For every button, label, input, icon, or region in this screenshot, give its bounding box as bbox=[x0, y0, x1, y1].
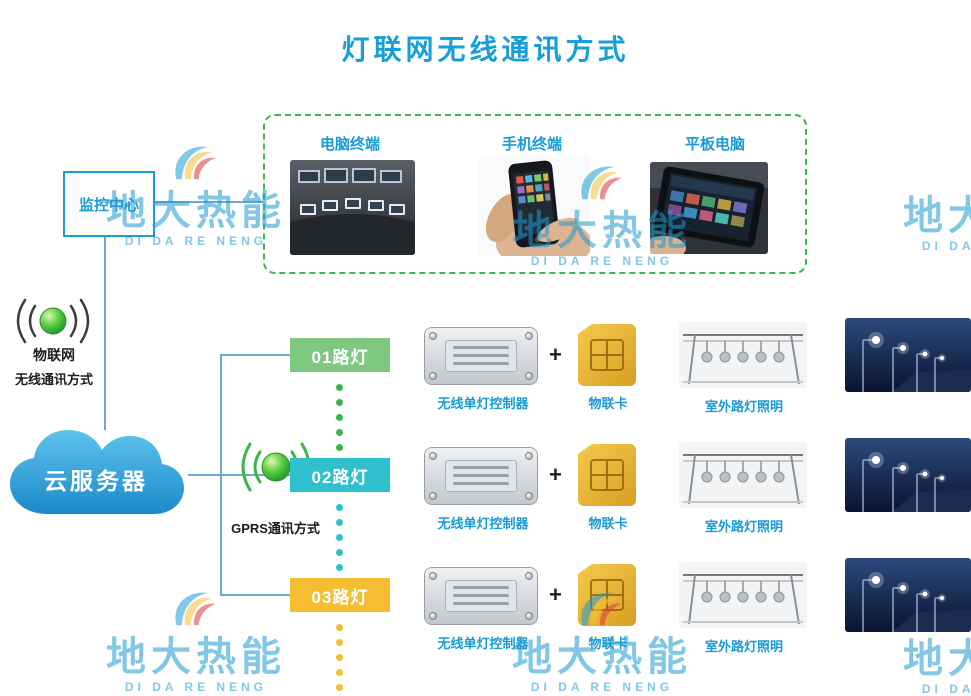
controller-faceplate bbox=[445, 460, 517, 492]
tablet-image bbox=[650, 162, 768, 254]
controller-caption-row3: 无线单灯控制器 bbox=[437, 636, 529, 651]
screw-icon bbox=[525, 492, 533, 500]
cloud-server-label: 云服务器 bbox=[44, 468, 148, 494]
plus-sign-row2: + bbox=[549, 462, 562, 487]
screw-icon bbox=[429, 572, 437, 580]
watermark-logo-icon bbox=[175, 146, 216, 180]
computer-terminal-label: 电脑终端 bbox=[319, 136, 380, 153]
streetlight-group-02: 02路灯 bbox=[290, 458, 390, 492]
outdoor-lighting-diagram-row2 bbox=[679, 442, 807, 508]
plus-sign-row1: + bbox=[549, 342, 562, 367]
screw-icon bbox=[429, 492, 437, 500]
sim-caption-row2: 物联卡 bbox=[588, 516, 628, 531]
row3-ellipsis-dots bbox=[336, 624, 343, 691]
lighting-caption-row1: 室外路灯照明 bbox=[704, 399, 783, 414]
watermark-subtext: DI DA RE NENG bbox=[124, 680, 268, 694]
connector-monitor-to-cloud bbox=[104, 233, 106, 430]
iot-signal-icon bbox=[5, 296, 101, 346]
iot-label-line2: 无线通讯方式 bbox=[14, 372, 93, 387]
phone-terminal-label: 手机终端 bbox=[501, 136, 562, 153]
sim-card-row3 bbox=[578, 564, 636, 626]
streetlight-group-01: 01路灯 bbox=[290, 338, 390, 372]
night-street-photo-row2 bbox=[845, 438, 971, 512]
night-street-photo-row1 bbox=[845, 318, 971, 392]
sim-caption-row1: 物联卡 bbox=[588, 396, 628, 411]
connector-cloud-to-row2 bbox=[188, 474, 290, 476]
screw-icon bbox=[525, 332, 533, 340]
watermark-subtext: DI DA RE NENG bbox=[921, 682, 971, 696]
controller-caption-row1: 无线单灯控制器 bbox=[437, 396, 529, 411]
watermark-subtext: DI DA RE NENG bbox=[530, 680, 674, 694]
screw-icon bbox=[429, 612, 437, 620]
lighting-caption-row3: 室外路灯照明 bbox=[704, 639, 783, 654]
screw-icon bbox=[429, 372, 437, 380]
monitoring-center-label: 监控中心 bbox=[78, 196, 139, 214]
gprs-label: GPRS通讯方式 bbox=[231, 521, 320, 536]
watermark: 地大热能 DI DA RE NENG bbox=[106, 586, 286, 694]
screw-icon bbox=[525, 452, 533, 460]
sim-card-row1 bbox=[578, 324, 636, 386]
watermark-text: 地大热能 bbox=[903, 194, 971, 238]
tablet-terminal-label: 平板电脑 bbox=[684, 136, 745, 153]
screw-icon bbox=[525, 572, 533, 580]
watermark-logo-icon bbox=[175, 592, 216, 626]
iot-label-line1: 物联网 bbox=[33, 347, 75, 363]
outdoor-lighting-diagram-row1 bbox=[679, 322, 807, 388]
screw-icon bbox=[429, 332, 437, 340]
watermark-logo-icon bbox=[965, 145, 971, 195]
controller-faceplate bbox=[445, 580, 517, 612]
connector-branch-row1 bbox=[222, 354, 290, 356]
streetlight-group-03-label: 03路灯 bbox=[311, 587, 369, 607]
sim-caption-row3: 物联卡 bbox=[588, 636, 628, 651]
streetlight-group-01-label: 01路灯 bbox=[311, 347, 369, 367]
connector-branch-vertical bbox=[220, 354, 222, 596]
lighting-caption-row2: 室外路灯照明 bbox=[704, 519, 783, 534]
watermark-text: 地大热能 bbox=[106, 635, 286, 679]
streetlight-group-02-label: 02路灯 bbox=[311, 467, 369, 487]
night-street-photo-row3 bbox=[845, 558, 971, 632]
streetlight-group-03: 03路灯 bbox=[290, 578, 390, 612]
connector-monitor-to-terminals bbox=[151, 201, 263, 203]
row1-ellipsis-dots bbox=[336, 384, 343, 451]
plus-sign-row3: + bbox=[549, 582, 562, 607]
row2-ellipsis-dots bbox=[336, 504, 343, 571]
sim-card-row2 bbox=[578, 444, 636, 506]
cloud-server-shape bbox=[2, 418, 190, 526]
monitoring-center-box: 监控中心 bbox=[63, 171, 155, 237]
screw-icon bbox=[525, 612, 533, 620]
watermark-subtext: DI DA RE NENG bbox=[921, 239, 971, 253]
controller-faceplate bbox=[445, 340, 517, 372]
phone-image bbox=[478, 156, 590, 256]
watermark: 地大热能 DI DA RE NENG bbox=[903, 145, 971, 253]
controller-row3 bbox=[424, 567, 538, 625]
page-title: 灯联网无线通讯方式 bbox=[341, 35, 630, 66]
screw-icon bbox=[429, 452, 437, 460]
watermark-text: 地大热能 bbox=[903, 637, 971, 681]
controller-row1 bbox=[424, 327, 538, 385]
controller-row2 bbox=[424, 447, 538, 505]
outdoor-lighting-diagram-row3 bbox=[679, 562, 807, 628]
connector-branch-row3 bbox=[222, 594, 290, 596]
terminals-group-box bbox=[263, 114, 807, 274]
controller-caption-row2: 无线单灯控制器 bbox=[437, 516, 529, 531]
screw-icon bbox=[525, 372, 533, 380]
control-room-image bbox=[290, 160, 415, 255]
